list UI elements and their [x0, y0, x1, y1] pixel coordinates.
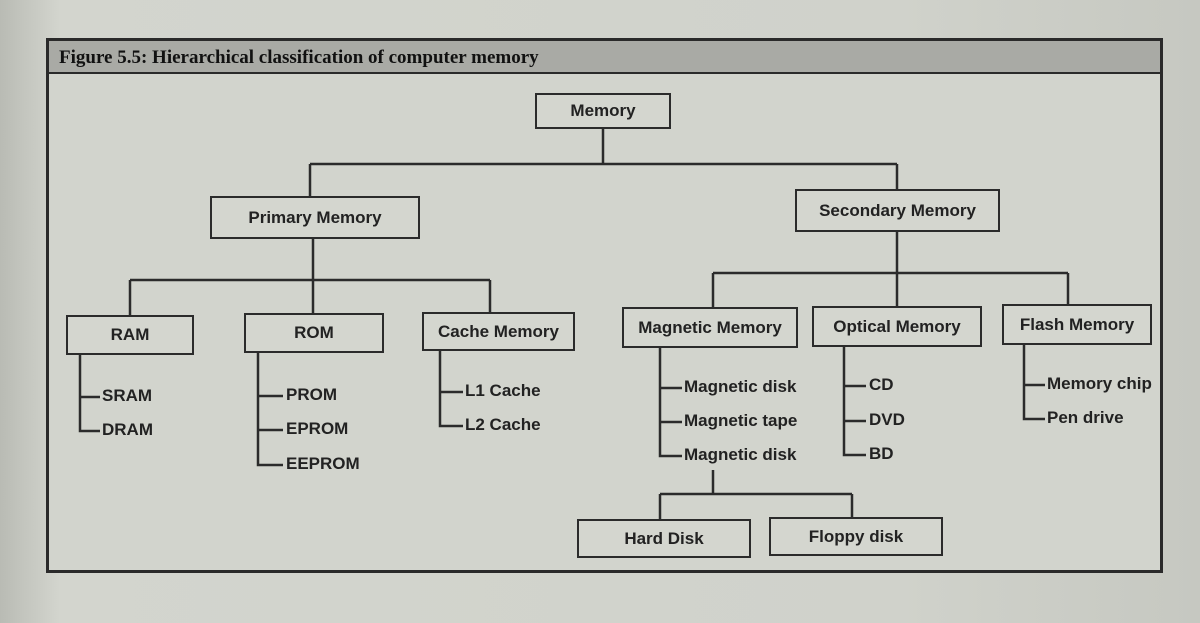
- leaf-l1-cache: L1 Cache: [465, 381, 541, 400]
- connector-flash-leaves: [1022, 344, 1045, 421]
- leaf-dvd: DVD: [869, 410, 905, 429]
- node-cache-memory: Cache Memory: [422, 312, 575, 351]
- connector-ram-leaves: [78, 354, 100, 433]
- node-optical-memory: Optical Memory: [812, 306, 982, 347]
- node-memory: Memory: [535, 93, 671, 129]
- leaf-dram: DRAM: [102, 420, 153, 439]
- leaf-cd: CD: [869, 375, 894, 394]
- leaf-magnetic-tape: Magnetic tape: [684, 411, 798, 430]
- leaf-magnetic-disk: Magnetic disk: [684, 377, 797, 396]
- connector-optical-leaves: [842, 346, 866, 457]
- node-hard-disk: Hard Disk: [577, 519, 751, 558]
- node-flash-memory: Flash Memory: [1002, 304, 1152, 345]
- connector-rom-leaves: [256, 352, 283, 467]
- node-ram: RAM: [66, 315, 194, 355]
- connector-cache-leaves: [438, 350, 463, 428]
- leaf-l2-cache: L2 Cache: [465, 415, 541, 434]
- node-secondary-memory: Secondary Memory: [795, 189, 1000, 232]
- caption-bar: Figure 5.5: Hierarchical classification …: [49, 41, 1160, 74]
- leaf-bd: BD: [869, 444, 894, 463]
- leaf-magnetic-disk-2: Magnetic disk: [684, 445, 797, 464]
- node-rom: ROM: [244, 313, 384, 353]
- leaf-sram: SRAM: [102, 386, 153, 405]
- figure-caption: Figure 5.5: Hierarchical classification …: [59, 47, 539, 68]
- node-floppy-disk: Floppy disk: [769, 517, 943, 556]
- leaf-pen-drive: Pen drive: [1047, 408, 1124, 427]
- leaf-memory-chip: Memory chip: [1047, 374, 1152, 393]
- leaf-eprom: EPROM: [286, 419, 349, 438]
- leaf-prom: PROM: [286, 385, 337, 404]
- connector-magnetic-leaves: [658, 347, 682, 458]
- node-magnetic-memory: Magnetic Memory: [622, 307, 798, 348]
- leaf-eeprom: EEPROM: [286, 454, 360, 473]
- node-primary-memory: Primary Memory: [210, 196, 420, 239]
